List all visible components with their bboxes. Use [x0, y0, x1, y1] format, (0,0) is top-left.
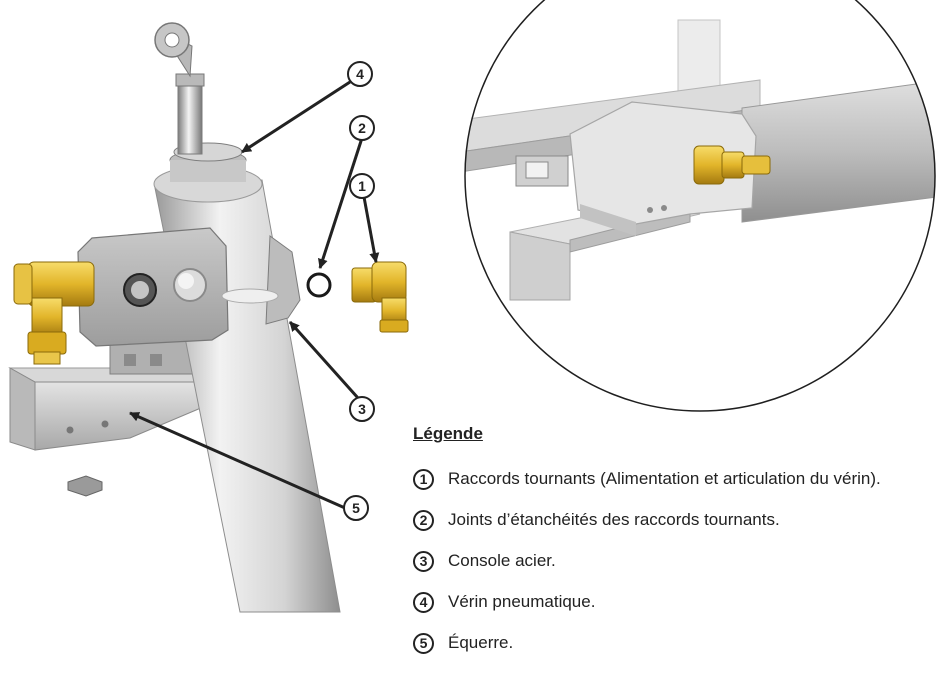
arrow-1: [362, 196, 380, 263]
legend-text-1: Raccords tournants (Alimentation et arti…: [448, 469, 881, 488]
console-ear: [265, 235, 301, 325]
legend-number-2: 2: [413, 509, 434, 531]
legend-item-5: 5 Équerre.: [413, 628, 933, 658]
legend-text-3: Console acier.: [448, 551, 556, 570]
legend-number-5: 5: [413, 632, 434, 654]
legend-text-4: Vérin pneumatique.: [448, 592, 596, 611]
legend: Légende 1 Raccords tournants (Alimentati…: [413, 424, 933, 669]
callout-3-label: 3: [358, 401, 366, 417]
swivel-fitting-left: [13, 261, 95, 365]
legend-title: Légende: [413, 424, 483, 443]
callout-2: 2: [349, 115, 375, 141]
legend-item-1: 1 Raccords tournants (Alimentation et ar…: [413, 464, 933, 494]
legend-number-1: 1: [413, 468, 434, 490]
legend-number-4: 4: [413, 591, 434, 613]
leader-arrows: [129, 80, 380, 510]
cylinder-collar: [221, 288, 279, 304]
legend-item-4: 4 Vérin pneumatique.: [413, 587, 933, 617]
piston-rod: [154, 22, 205, 155]
o-ring-seal: [306, 272, 332, 298]
callout-5: 5: [343, 495, 369, 521]
legend-item-2: 2 Joints d’étanchéités des raccords tour…: [413, 505, 933, 535]
legend-item-3: 3 Console acier.: [413, 546, 933, 576]
callout-4: 4: [347, 61, 373, 87]
callout-2-label: 2: [358, 120, 366, 136]
zoom-brass-fitting: [693, 145, 771, 185]
nut: [67, 475, 103, 497]
callout-1: 1: [349, 173, 375, 199]
arrow-4: [241, 80, 351, 154]
legend-text-5: Équerre.: [448, 633, 514, 652]
callout-3: 3: [349, 396, 375, 422]
callout-5-label: 5: [352, 500, 360, 516]
swivel-fitting-right: [351, 261, 409, 333]
mounting-plate: [77, 227, 229, 347]
callout-1-label: 1: [358, 178, 366, 194]
legend-text-2: Joints d’étanchéités des raccords tourna…: [448, 510, 780, 529]
legend-number-3: 3: [413, 550, 434, 572]
detail-zoom-view: [464, 0, 936, 412]
main-assembly: [8, 22, 409, 613]
arrow-2: [318, 137, 364, 269]
arrow-5: [129, 411, 346, 510]
arrow-3: [288, 320, 360, 400]
callout-4-label: 4: [356, 66, 364, 82]
